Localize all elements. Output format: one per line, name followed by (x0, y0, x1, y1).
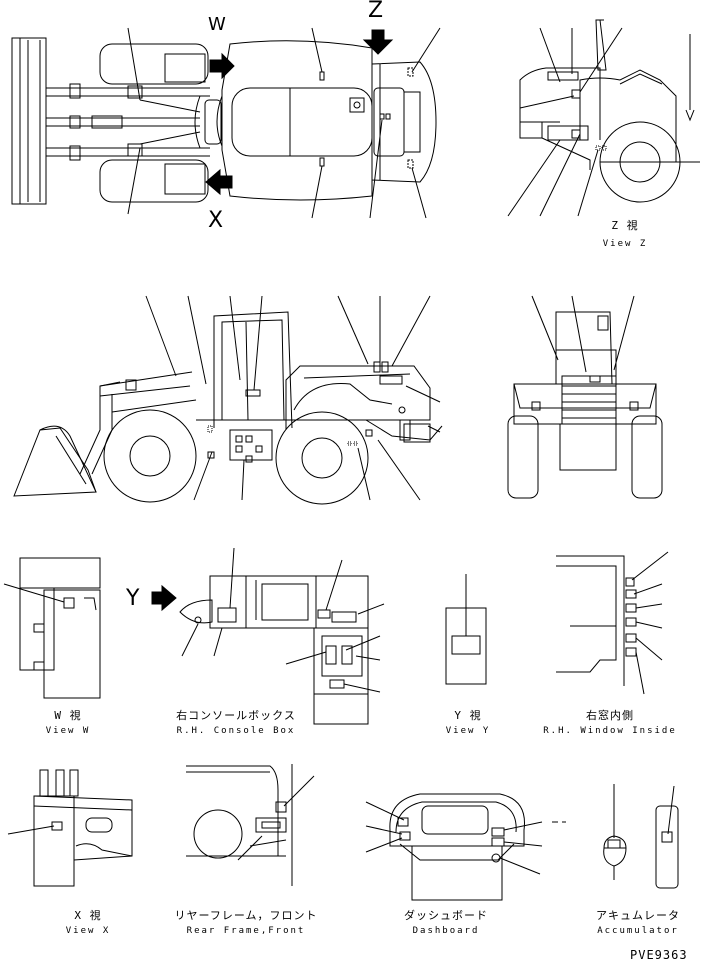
rear-frame-caption: リヤーフレーム，フロント (174, 909, 318, 922)
top-view-drawing (12, 28, 440, 218)
view-w-caption-en: View W (45, 726, 91, 736)
rear-view-drawing (508, 296, 662, 498)
view-y-caption: Y 視 (454, 709, 482, 722)
accumulator-drawing (604, 784, 678, 888)
view-z-drawing (508, 20, 700, 216)
rear-frame-caption-en: Rear Frame,Front (186, 926, 306, 936)
arrow-label-z: Z (368, 0, 384, 23)
arrow-x-icon (206, 170, 232, 194)
window-inside-caption-en: R.H. Window Inside (543, 726, 677, 736)
arrow-y-icon (152, 586, 176, 610)
console-box-caption: 右コンソールボックス (176, 709, 296, 722)
view-z-caption-en: View Z (602, 239, 648, 249)
view-y-drawing (446, 574, 486, 684)
arrow-z-icon (364, 30, 392, 54)
arrow-label-x: X (208, 208, 224, 233)
window-inside-caption: 右窓内側 (586, 709, 634, 722)
drawing-code: PVE9363 (630, 948, 688, 962)
accumulator-caption: アキュムレータ (596, 909, 680, 922)
accumulator-caption-en: Accumulator (597, 926, 679, 936)
console-box-caption-en: R.H. Console Box (176, 726, 296, 736)
view-x-drawing (8, 770, 132, 886)
rear-frame-drawing (186, 764, 314, 886)
arrow-label-y: Y (126, 586, 140, 611)
console-box-drawing (180, 548, 384, 724)
arrow-label-w: W (208, 14, 226, 35)
arrow-w-icon (210, 54, 234, 78)
dashboard-drawing (366, 794, 566, 900)
dashboard-caption: ダッシュボード (404, 909, 488, 922)
view-y-caption-en: View Y (445, 726, 491, 736)
window-inside-drawing (556, 552, 668, 694)
view-x-caption-en: View X (65, 926, 111, 936)
dashboard-caption-en: Dashboard (412, 926, 480, 936)
view-x-caption: X 視 (74, 909, 102, 922)
side-view-drawing (14, 296, 442, 504)
view-w-drawing (4, 558, 100, 698)
view-w-caption: W 視 (54, 709, 82, 722)
view-z-caption: Z 視 (611, 219, 639, 232)
